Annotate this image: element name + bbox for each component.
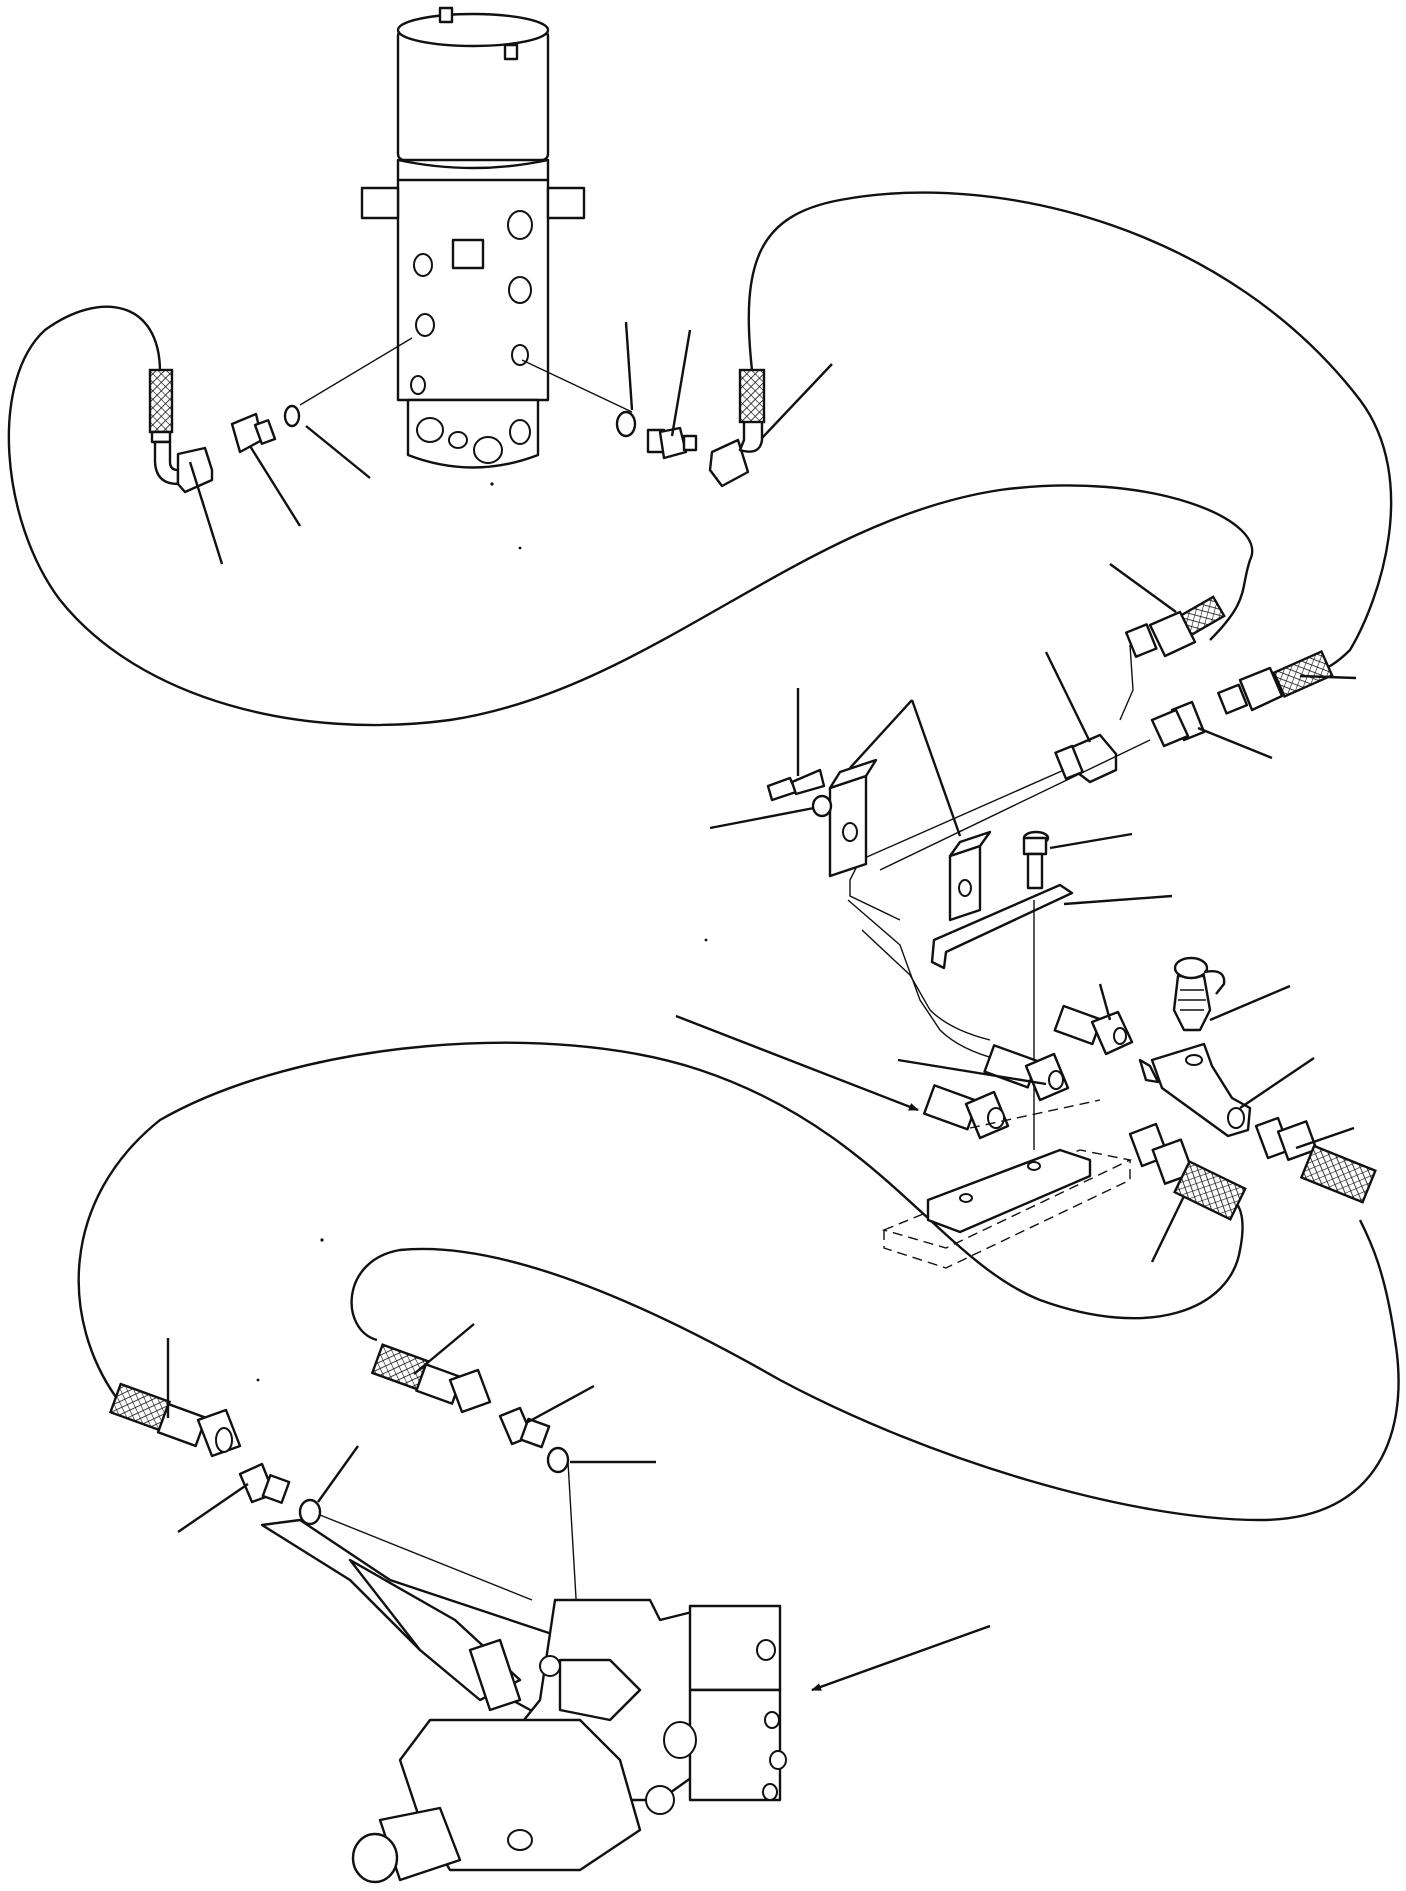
callout-arrow-fitting	[675, 1014, 919, 1112]
lower-mid-hose-end	[370, 1343, 492, 1414]
fitting-loose	[922, 1084, 1010, 1140]
dust-cap-icon	[1172, 956, 1226, 1032]
elbow-fitting-lower-a	[1053, 1004, 1134, 1056]
bolt-icon	[1022, 830, 1050, 890]
hose-lower-left	[77, 1041, 1244, 1401]
pipe-clamp-icon	[828, 758, 878, 878]
left-hose-end-fitting	[148, 368, 214, 494]
callout-arrow-valve	[811, 1624, 991, 1692]
pedal-valve-icon	[260, 1518, 787, 1884]
o-ring-icon	[298, 1498, 322, 1526]
lower-mid-adapter	[498, 1406, 551, 1449]
lower-left-adapter	[238, 1462, 291, 1504]
o-ring-icon	[546, 1446, 570, 1474]
hose-lower-right	[350, 1219, 1400, 1522]
hose-end-fitting-lower-mid	[1128, 1122, 1247, 1221]
tee-fitting-icon	[1138, 1042, 1252, 1138]
lower-left-hose-end	[108, 1382, 242, 1458]
right-adapter-fitting	[646, 426, 698, 460]
callout-leaders	[166, 321, 1357, 1533]
o-ring-icon	[283, 404, 301, 428]
hose-left-loop	[7, 305, 1254, 727]
elbow-fitting-lower-b	[983, 1044, 1070, 1102]
pipe-clamp-icon	[948, 830, 992, 922]
mid-hose-end-fitting-upper	[1125, 595, 1226, 658]
hose-end-fitting-tee-right	[1254, 1116, 1377, 1204]
right-hose-end-fitting	[708, 368, 766, 488]
bolt-icon	[766, 768, 833, 818]
mid-hose-end-fitting-right	[1217, 649, 1334, 715]
reducer-fitting	[1150, 700, 1206, 748]
swivel-joint-icon	[360, 6, 586, 469]
o-ring-icon	[615, 410, 637, 438]
elbow-fitting-upper	[1054, 733, 1118, 784]
hose-right-loop	[747, 191, 1393, 682]
mounting-base-plate	[881, 1099, 1133, 1269]
left-adapter-fitting	[230, 412, 277, 454]
bracket-icon	[930, 883, 1074, 970]
